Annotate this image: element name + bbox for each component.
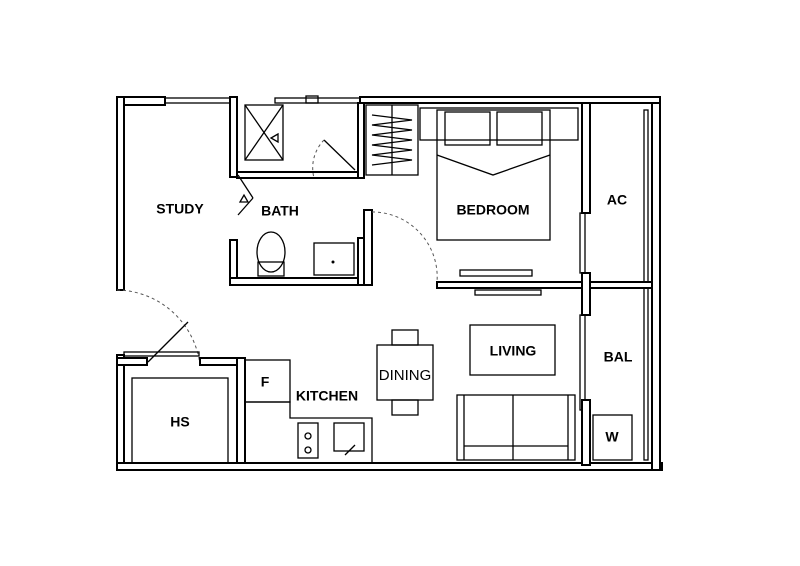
room-label-study: STUDY xyxy=(156,201,204,217)
room-label-bedroom: BEDROOM xyxy=(456,202,529,218)
bedroom-furniture xyxy=(363,104,591,296)
floor-trap-icon xyxy=(269,132,279,144)
room-label-bal: BAL xyxy=(604,349,633,365)
shower xyxy=(244,104,284,161)
stove xyxy=(297,422,319,459)
bed xyxy=(436,109,551,241)
hs-kitchen xyxy=(116,357,373,464)
room-label-bath: BATH xyxy=(261,203,299,219)
room-label-hs: HS xyxy=(170,414,189,430)
headboard xyxy=(419,107,579,141)
dining-table xyxy=(376,344,434,401)
living-dining xyxy=(376,324,633,461)
room-label-dining: DINING xyxy=(379,367,432,384)
label-fridge: F xyxy=(261,374,270,390)
washer xyxy=(592,414,633,461)
label-washer: W xyxy=(605,429,619,445)
room-label-living: LIVING xyxy=(490,343,537,359)
sink xyxy=(313,242,355,276)
bath-door xyxy=(323,139,356,171)
coffee-table xyxy=(469,324,556,376)
sofa xyxy=(456,394,576,461)
room-label-kitchen: KITCHEN xyxy=(296,388,358,404)
bath-walls xyxy=(229,96,373,286)
household-shelter xyxy=(131,377,229,464)
entrance-door xyxy=(116,289,201,366)
outer-walls xyxy=(116,96,663,471)
ac-bal-walls xyxy=(579,102,653,466)
tv xyxy=(474,289,542,296)
room-label-ac: AC xyxy=(607,192,627,208)
kitchen-sink xyxy=(333,422,365,452)
toilet xyxy=(256,231,286,273)
